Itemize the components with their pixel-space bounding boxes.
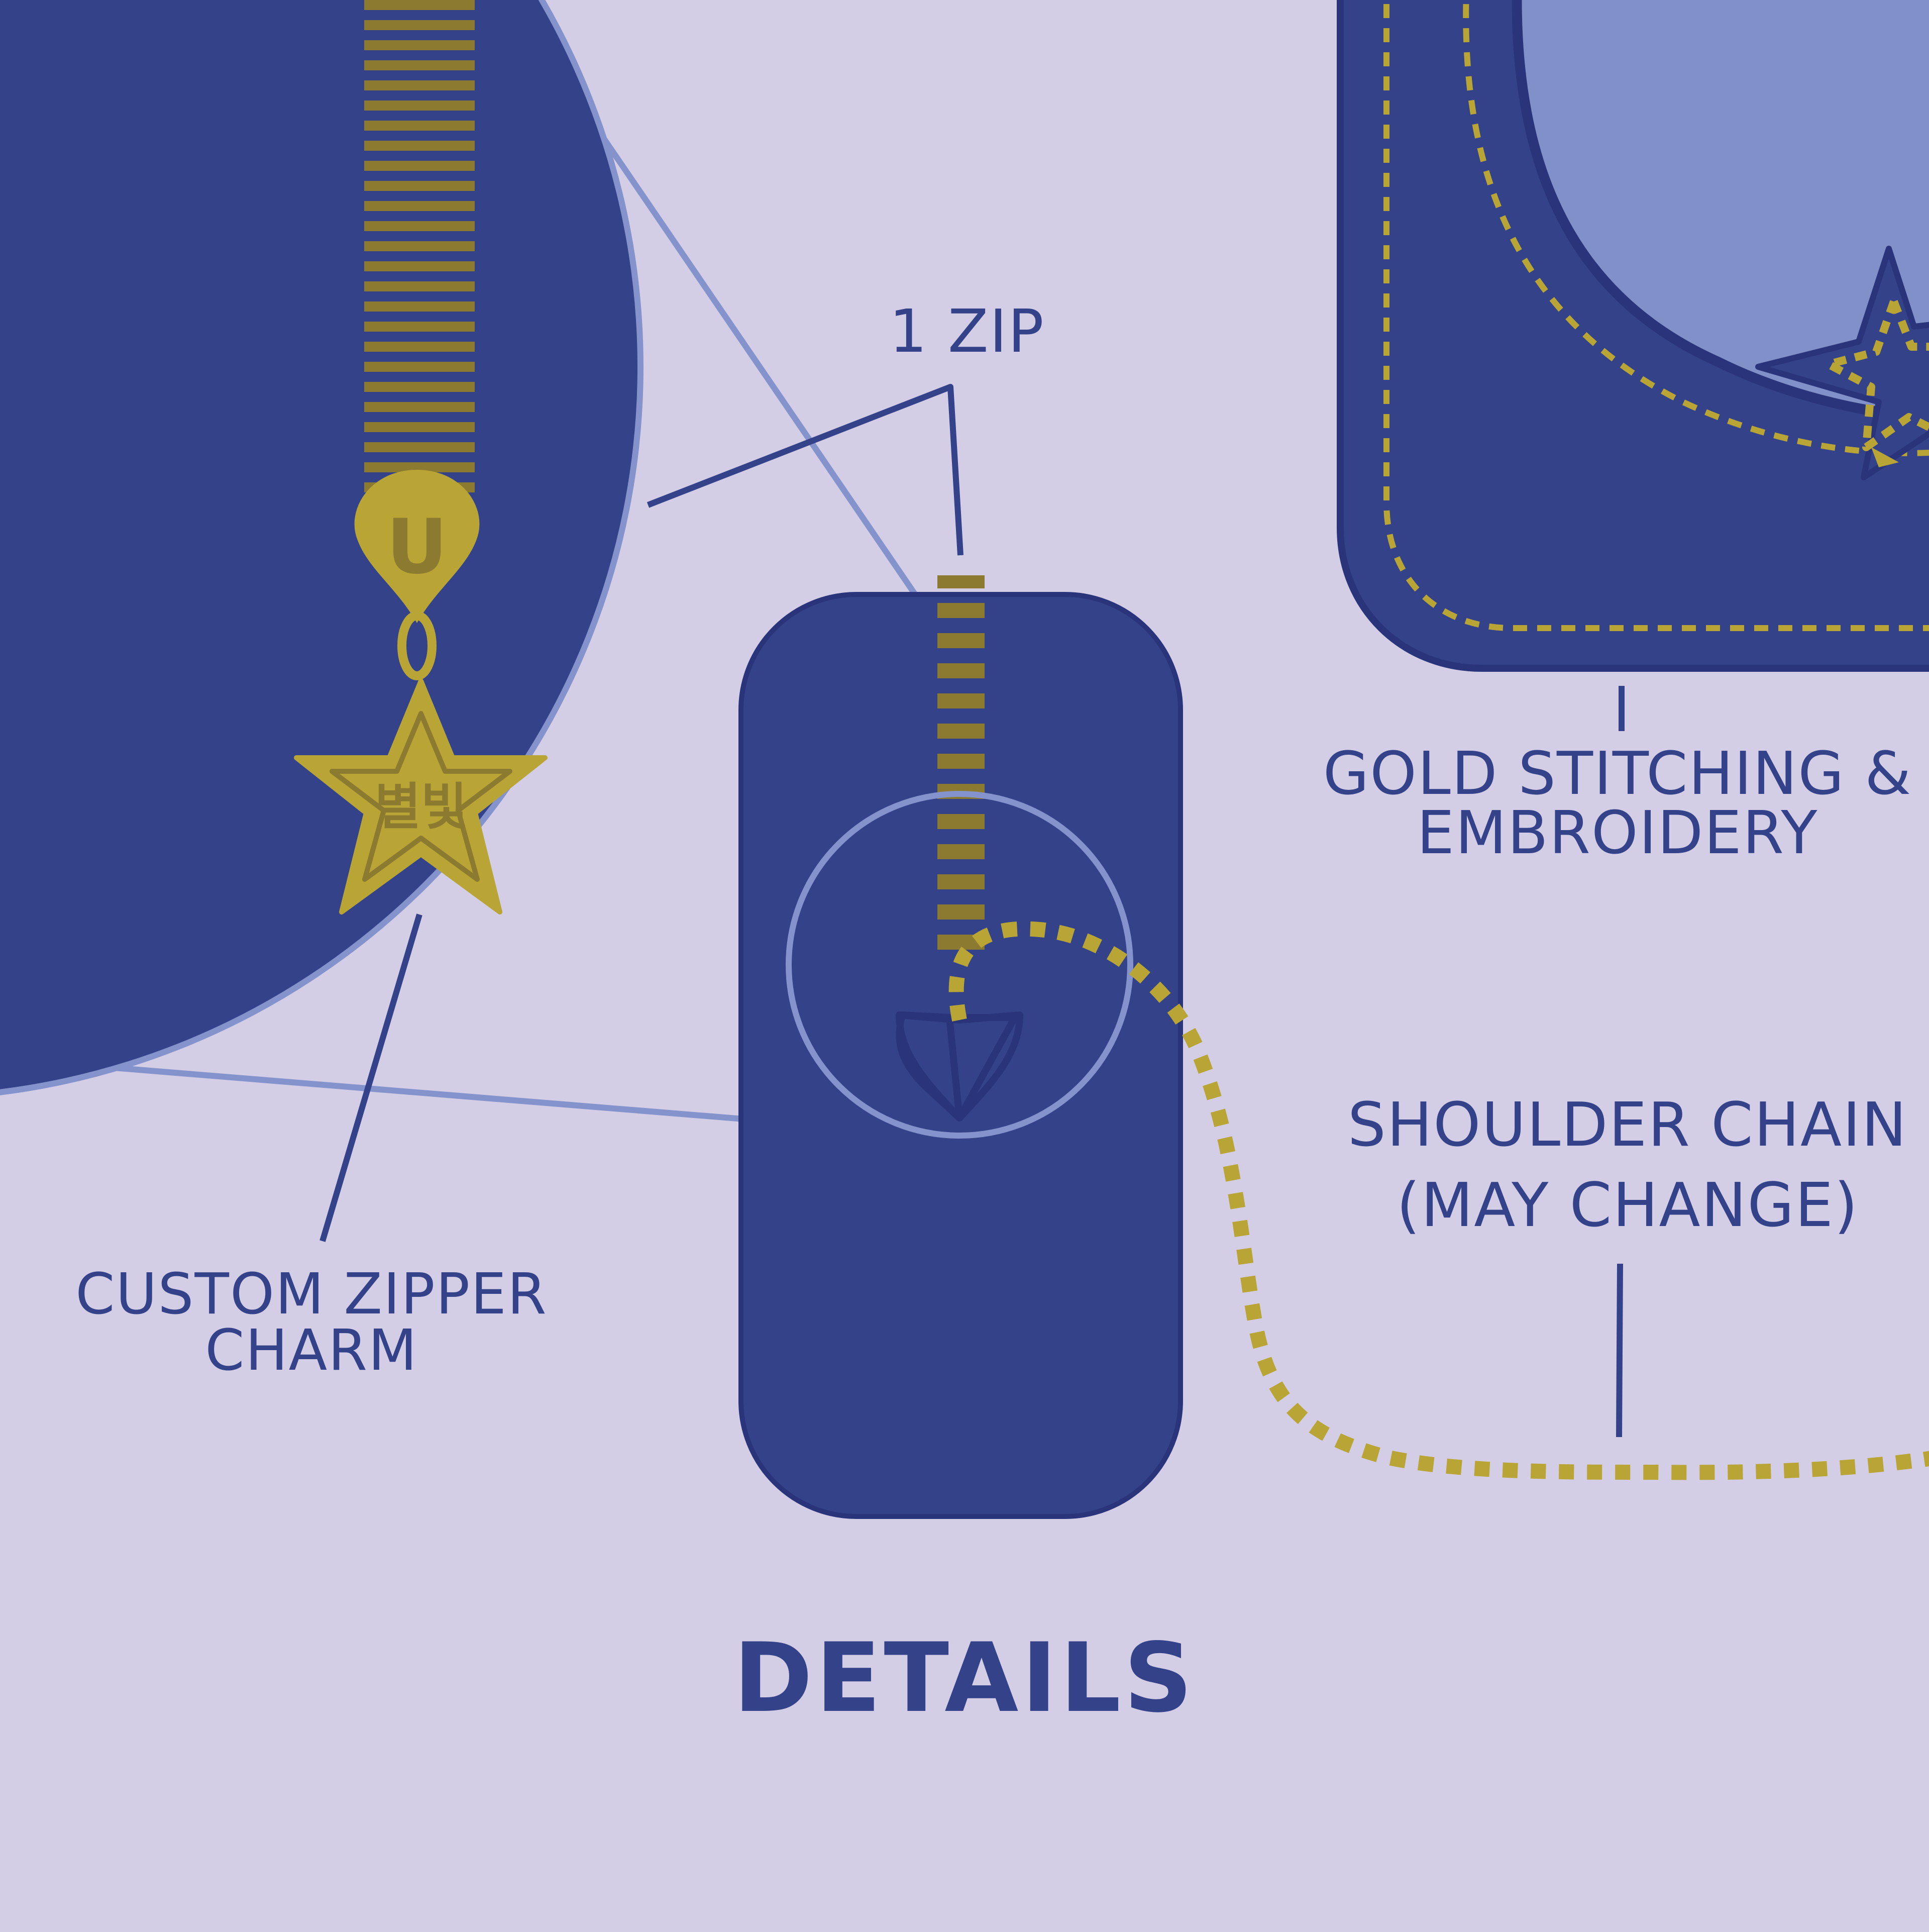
shoulder-chain-label: Shoulder chain (may change) [1346,1095,1909,1236]
zipper-pull: U [354,470,480,623]
gold-stitching-label: Gold stitching & embroidery [1306,744,1929,862]
shoulder-chain [948,921,1929,1480]
zip-label: 1 zip [889,296,1045,366]
page-title: Details [733,1622,1196,1734]
charm-jump-ring [397,611,437,680]
zipper-track-small-stripes [937,603,985,955]
shoulder-chain-label-line1: Shoulder chain [1347,1090,1908,1160]
magnifier-lens [786,791,1133,1139]
zipper-charm-label-line2: charm [205,1318,418,1383]
zipper-pull-letter: U [386,503,448,591]
charm-leader-line [319,913,422,1242]
zipper-charm-label: Custom zipper charm [60,1266,563,1379]
star-charm: 별빛 [294,678,548,914]
gold-stitching-label-line2: embroidery [1417,798,1818,867]
chain-leader-line [1616,1263,1623,1438]
zipper-track-large [364,0,475,497]
shoulder-chain-label-line2: (may change) [1396,1171,1859,1241]
zip-leader-line [647,384,963,556]
zipper-charm-label-line1: Custom zipper [75,1262,548,1327]
bag-body [738,592,1183,1519]
gold-stitching-label-line1: Gold stitching & [1323,739,1912,808]
star-charm-text: 별빛 [375,777,467,836]
zoomed-zipper-circle [0,0,644,1095]
zipper-track-small [937,575,985,588]
embroidery-detail [1337,0,1929,672]
